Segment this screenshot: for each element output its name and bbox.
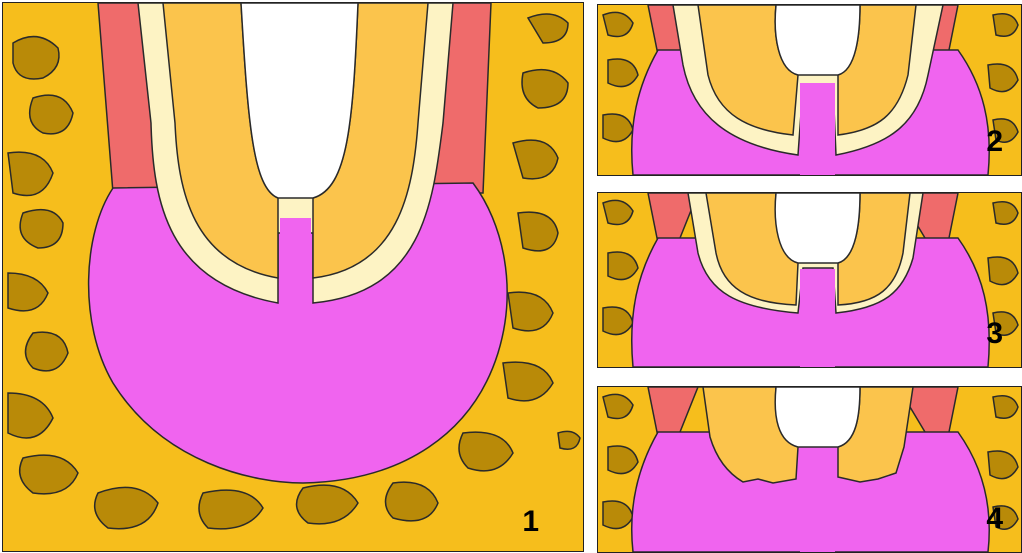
diagram-panel-1: 1 xyxy=(2,2,584,552)
panel-number-1: 1 xyxy=(522,507,539,537)
tooth-diagram-progressive-resorption xyxy=(598,193,1021,367)
diagram-panel-2: 2 xyxy=(597,4,1022,176)
diagram-panel-3: 3 xyxy=(597,192,1022,368)
panel-number-2: 2 xyxy=(986,127,1003,157)
tooth-diagram-early-resorption xyxy=(598,5,1021,175)
diagram-panel-4: 4 xyxy=(597,386,1022,553)
pulp-canal-follicle xyxy=(280,218,311,306)
tooth-diagram-advanced-resorption xyxy=(598,387,1021,552)
panel-number-4: 4 xyxy=(986,504,1003,534)
tooth-diagram-intact xyxy=(3,3,583,551)
panel-number-3: 3 xyxy=(986,319,1003,349)
